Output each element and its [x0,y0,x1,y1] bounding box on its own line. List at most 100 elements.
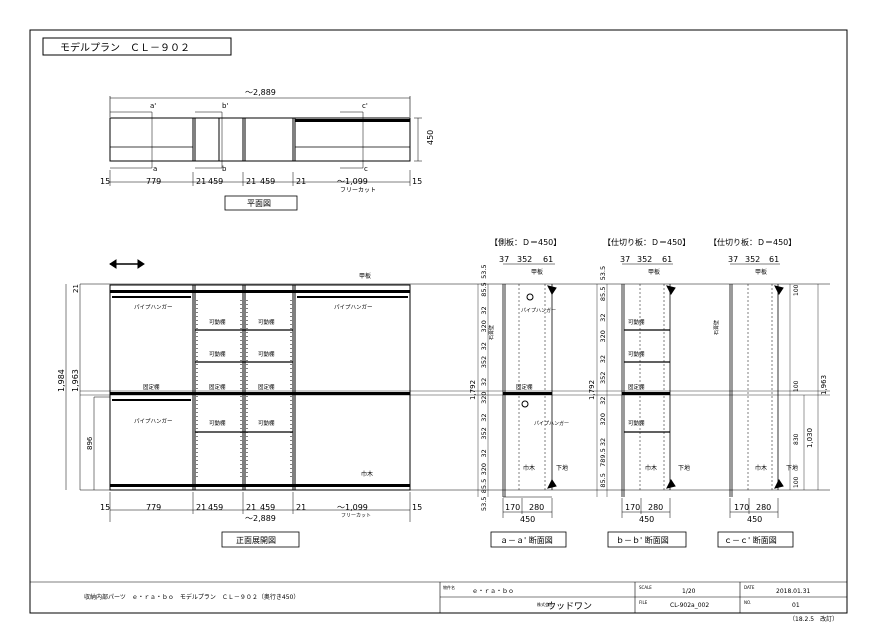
section-c-floor: 下地 [786,464,798,472]
section-a-top-dim-2: 61 [543,255,553,264]
section-dim-label: 352 [599,372,607,384]
section-b-bottom-dim-0: 170 [625,503,640,512]
plan-dim-0: 15 [100,177,110,186]
plan-marker-c: c [364,165,368,173]
title-block-project-label: 物件名 [443,584,455,590]
title-block-scale-label: SCALE [639,585,652,590]
plan-marker-c-prime: c' [362,102,368,110]
title-block-project: ｅ・ｒａ・ｂｏ [472,587,514,595]
elevation-view [65,259,830,548]
section-b-movable-3: 可動棚 [628,419,645,427]
elev-dim-1: 779 [146,503,161,512]
section-c-right-dim-4: 100 [793,476,800,488]
elev-dim-5: 459 [260,503,275,512]
plan-dim-3: 459 [208,177,223,186]
elev-dim-4: 21 [246,503,256,512]
section-dim-label: 85.5 [480,282,488,296]
section-b-label: ｂ－ｂ' 断面図 [616,535,669,545]
plan-marker-b: b [222,165,227,173]
section-c-top-dim-0: 37 [728,255,738,264]
title-block-description: 収納内部パーツ ｅ・ｒａ・ｂｏ モデルプラン ＣＬ－９０２（奥行き450） [84,593,299,601]
section-dim-label: 320 [480,320,488,332]
section-dim-label: 320 [599,330,607,342]
section-a-top-dim-0: 37 [499,255,509,264]
section-dim-label: 53.5 [480,497,488,511]
section-b-top-dim-1: 352 [637,255,652,264]
section-dim-label: 32 [480,342,488,350]
title-block-file-label: FILE [639,600,648,605]
section-b-floor: 下地 [678,464,690,472]
title-box [42,37,232,56]
section-b-width: 450 [639,515,654,524]
section-c-top-board: 甲板 [755,268,767,276]
elev-dim-0: 15 [100,503,110,512]
plan-dim-2: 21 [196,177,206,186]
section-dim-label: 32 [599,438,607,446]
section-a-pipe-1: パイプハンガー [521,307,556,314]
title-block-scale: 1/20 [682,588,696,595]
plan-depth-dim: 450 [426,130,435,145]
elev-height-upper: 1,963 [71,369,80,392]
section-c [717,263,819,548]
plan-marker-b-prime: b' [222,102,228,110]
plan-dim-8: 15 [412,177,422,186]
elev-fixed-2: 固定棚 [209,383,226,391]
title-block-date-label: DATE [744,585,755,590]
elev-fixed-1: 固定棚 [143,383,160,391]
section-b-heading: 【仕切り板：Ｄ＝450】 [603,237,690,247]
elev-pipe-2: パイプハンガー [334,303,373,311]
elev-movable-4: 可動棚 [258,350,275,358]
plan-view [109,96,422,211]
title-block-revision: （18.2.5 改訂） [789,615,838,623]
elev-movable-2: 可動棚 [258,318,275,326]
title-block-no: 01 [792,602,800,609]
elev-overall: ～2,889 [245,514,276,523]
section-c-right-height: 1,963 [820,375,828,395]
section-c-top-dim-1: 352 [745,255,760,264]
section-dim-label: 85.5 [480,479,488,493]
title-block-date: 2018.01.31 [776,588,811,595]
section-a-top-board: 甲板 [531,268,543,276]
section-c-right-dim-3: 1,030 [806,428,814,448]
section-dim-label: 32 [480,449,488,457]
elev-movable-1: 可動棚 [209,318,226,326]
elev-dim-8: 15 [412,503,422,512]
elev-dim-3: 459 [208,503,223,512]
elev-label: 正面展開図 [236,536,276,545]
section-c-wall: 石膏壁 [713,320,720,335]
section-dim-label: 85.5 [599,473,607,487]
section-a-base: 巾木 [523,464,535,472]
section-a-bottom-dim-0: 170 [505,503,520,512]
section-dim-label: 53.5 [599,266,607,280]
section-b-base: 巾木 [645,464,657,472]
section-b-mid-height: 1,792 [588,380,596,400]
title-block-company: ウッドワン [547,601,592,612]
section-a-width: 450 [520,515,535,524]
section-b [596,263,687,548]
section-a-bottom-dim-1: 280 [529,503,544,512]
elev-dim-2: 21 [196,503,206,512]
section-c-base: 巾木 [755,464,767,472]
section-dim-label: 32 [599,355,607,363]
section-c-right-dim-1: 100 [793,380,800,392]
section-a-top-dim-1: 352 [517,255,532,264]
title-block-no-label: NO. [744,600,751,605]
plan-free-cut: フリーカット [340,187,376,194]
section-dim-label: 789.5 [599,448,607,467]
section-b-fixed: 固定棚 [628,383,645,391]
plan-overall-dim: ～2,889 [245,88,276,97]
elev-height-low: 896 [86,436,94,450]
elev-movable-3: 可動棚 [209,350,226,358]
plan-label: 平面図 [247,199,271,208]
section-dim-label: 32 [599,314,607,322]
section-dim-label: 85.5 [599,287,607,301]
elev-base: 巾木 [361,470,373,478]
plan-marker-a: a [153,165,157,173]
section-c-bottom-dim-1: 280 [756,503,771,512]
section-a-left-dims: 53.585.5323203235232320323523232085.553.… [480,264,488,511]
section-c-label: ｃ－ｃ' 断面図 [724,535,777,545]
section-b-top-board: 甲板 [648,268,660,276]
title-block [30,581,847,613]
section-dim-label: 32 [480,414,488,422]
